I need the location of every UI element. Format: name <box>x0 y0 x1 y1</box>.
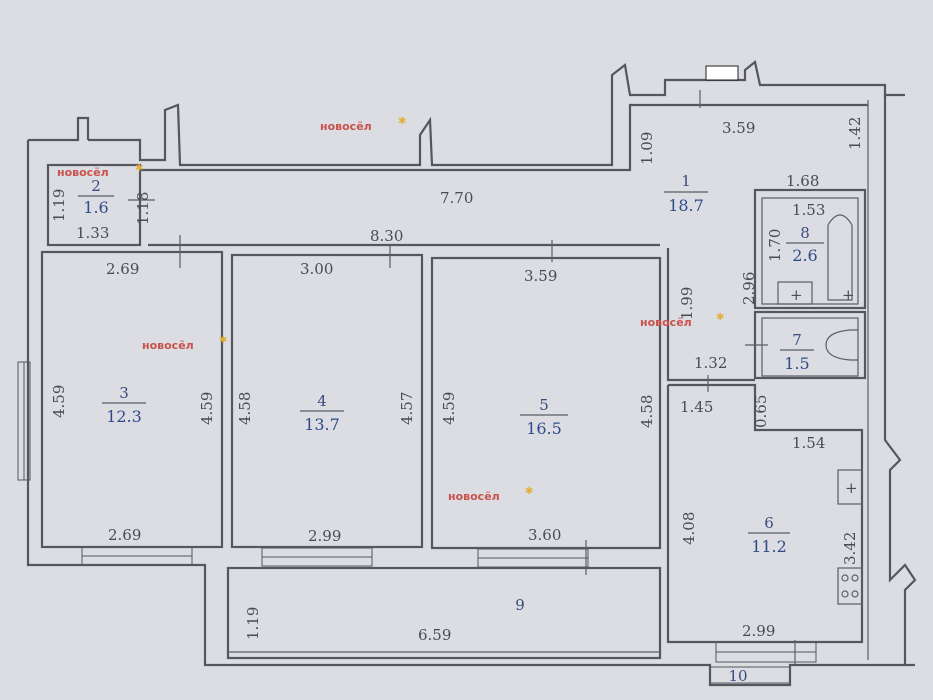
dim-label: 2.99 <box>742 622 775 640</box>
room-9-walls <box>226 566 662 660</box>
room-8-walls <box>753 188 867 310</box>
dim-label: 1.70 <box>766 229 784 262</box>
dim-label: 4.57 <box>398 392 416 425</box>
dim-label: 1.68 <box>786 172 819 190</box>
dim-label: 1.19 <box>50 189 68 222</box>
dim-label: 2.96 <box>740 272 758 305</box>
room-2-walls <box>46 163 142 247</box>
dim-label: 6.59 <box>418 626 451 644</box>
room-2-area: 1.6 <box>83 198 108 217</box>
room-3-number: 3 <box>119 384 129 402</box>
dim-label: 1.18 <box>134 192 152 225</box>
room-10-number: 10 <box>728 667 747 685</box>
bathtub <box>827 214 853 301</box>
room-8-area: 2.6 <box>792 246 817 265</box>
tap-plus-2: + <box>842 286 855 304</box>
dim-label: 1.09 <box>638 132 656 165</box>
dim-label: 1.54 <box>792 434 825 452</box>
room-6-area: 11.2 <box>751 537 787 556</box>
room-4-walls <box>230 253 424 549</box>
outer-wall-right <box>883 95 917 665</box>
stove-burner-4 <box>851 590 859 598</box>
watermark-star-icon: ✱ <box>716 312 724 323</box>
room-8-number: 8 <box>800 224 810 242</box>
dim-label: 4.59 <box>50 385 68 418</box>
dim-label: 3.42 <box>841 532 859 565</box>
dim-label: 2.69 <box>108 526 141 544</box>
dim-label: 1.33 <box>76 224 109 242</box>
kitchen-sink <box>837 469 863 505</box>
dim-label: 1.45 <box>680 398 713 416</box>
watermark-star-icon: ✱ <box>398 116 406 127</box>
dim-label: 4.58 <box>236 392 254 425</box>
watermark-text-2: новосёл <box>57 166 109 179</box>
stove-burner-3 <box>841 590 849 598</box>
room-5-number: 5 <box>539 396 549 414</box>
dim-label: 2.69 <box>106 260 139 278</box>
dimension-labels: 7.70 3.59 1.09 1.42 1.68 1.53 1.70 2.96 … <box>50 117 864 644</box>
room-3-area: 12.3 <box>106 407 142 426</box>
dim-label: 0.65 <box>752 395 770 428</box>
watermark-text-4: новосёл <box>640 316 692 329</box>
dim-label: 3.60 <box>528 526 561 544</box>
room-1-area: 18.7 <box>668 196 704 215</box>
room-5-walls <box>430 256 662 550</box>
room-6-number: 6 <box>764 514 774 532</box>
room-4-area: 13.7 <box>304 415 340 434</box>
outer-wall-top-left <box>28 116 90 142</box>
dim-label: 7.70 <box>440 189 473 207</box>
watermark-star-icon: ✱ <box>219 335 227 346</box>
room-3-walls <box>40 250 224 549</box>
dim-label: 1.32 <box>694 354 727 372</box>
outer-wall <box>26 140 915 687</box>
dim-label: 1.42 <box>846 117 864 150</box>
dim-label: 3.59 <box>524 267 557 285</box>
windows <box>17 361 817 684</box>
watermark-text-5: новосёл <box>448 490 500 503</box>
door-ticks <box>128 90 796 665</box>
watermark: новосёл ✱ новосёл ✱ новосёл ✱ новосёл ✱ … <box>57 116 724 503</box>
outer-wall-top <box>88 60 905 167</box>
room-7-walls <box>753 310 867 380</box>
room-7-area: 1.5 <box>784 354 809 373</box>
watermark-text-1: новосёл <box>320 120 372 133</box>
dim-label: 1.99 <box>678 287 696 320</box>
room-7-inner <box>761 317 859 377</box>
room-4-number: 4 <box>317 392 327 410</box>
room-6-walls <box>666 383 864 644</box>
dim-label: 4.08 <box>680 512 698 545</box>
watermark-star-icon: ✱ <box>135 163 143 174</box>
room-5-area: 16.5 <box>526 419 562 438</box>
dim-label: 1.19 <box>244 607 262 640</box>
dim-label: 8.30 <box>370 227 403 245</box>
room-1-number: 1 <box>681 172 691 190</box>
room-labels: 1 18.7 2 1.6 3 12.3 4 13.7 5 16.5 6 11.2… <box>78 172 824 685</box>
watermark-text-3: новосёл <box>142 339 194 352</box>
dim-label: 4.58 <box>638 395 656 428</box>
room-9-number: 9 <box>515 596 525 614</box>
tap-plus-1: + <box>790 286 803 304</box>
toilet <box>825 329 858 361</box>
dim-label: 3.59 <box>722 119 755 137</box>
sink-box <box>777 281 813 305</box>
dim-label: 4.59 <box>198 392 216 425</box>
dim-label: 1.53 <box>792 201 825 219</box>
stove <box>837 567 863 605</box>
kitchen-sink-plus: + <box>845 479 858 497</box>
dim-label: 2.99 <box>308 527 341 545</box>
marker-box <box>705 65 739 81</box>
stove-burner-2 <box>851 574 859 582</box>
room-2-number: 2 <box>91 177 101 195</box>
room-7-number: 7 <box>792 331 802 349</box>
corridor-wall <box>666 248 755 382</box>
hall-wall <box>140 103 868 172</box>
dim-label: 3.00 <box>300 260 333 278</box>
dim-label: 4.59 <box>440 392 458 425</box>
watermark-star-icon: ✱ <box>525 486 533 497</box>
stove-burner-1 <box>841 574 849 582</box>
